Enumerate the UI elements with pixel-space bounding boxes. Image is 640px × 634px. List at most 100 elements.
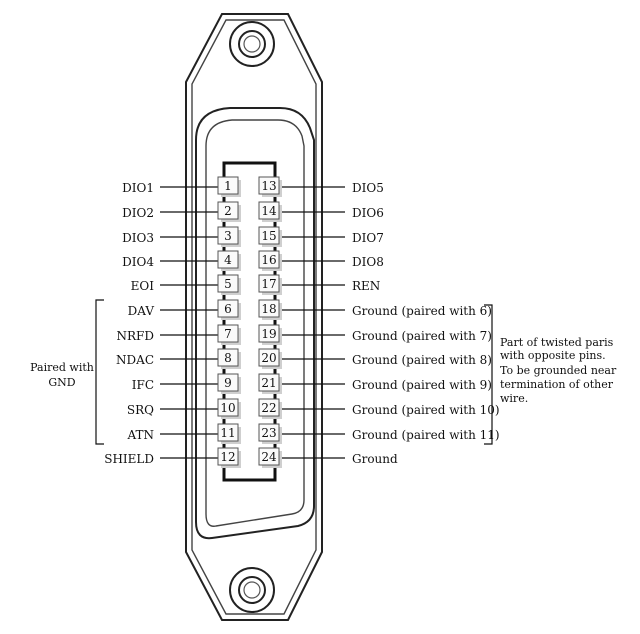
left-pin-row: 3 DIO3 <box>122 226 241 247</box>
pin-number: 4 <box>224 253 232 267</box>
pin-number: 9 <box>224 376 232 390</box>
pin-box <box>217 250 239 269</box>
signal-label: ATN <box>126 428 154 442</box>
pin-box <box>258 398 280 417</box>
right-group-note: Part of twisted paris with opposite pins… <box>500 336 617 405</box>
left-note-line: GND <box>48 376 75 389</box>
pin-number: 18 <box>261 302 276 316</box>
pin-box <box>217 398 239 417</box>
pin-number: 14 <box>261 204 277 218</box>
right-pin-row: 21 Ground (paired with 9) <box>258 373 492 394</box>
pin-number: 12 <box>220 450 235 464</box>
top-mounting-hole <box>229 21 275 67</box>
right-note-line: wire. <box>500 392 528 405</box>
pin-number: 16 <box>261 253 276 267</box>
pin-number: 23 <box>261 426 276 440</box>
pin-box <box>217 201 239 220</box>
right-pin-row: 20 Ground (paired with 8) <box>258 348 492 369</box>
right-pin-row: 22 Ground (paired with 10) <box>258 398 500 419</box>
right-note-line: termination of other <box>500 378 614 391</box>
pin-number: 6 <box>224 302 232 316</box>
pin-number: 17 <box>261 277 276 291</box>
pin-number: 21 <box>261 376 276 390</box>
pin-number: 10 <box>220 401 235 415</box>
bottom-mounting-hole <box>229 567 275 613</box>
right-note-line: Part of twisted paris <box>500 336 614 349</box>
pin-box <box>217 274 239 293</box>
pin-box <box>217 299 239 318</box>
signal-label: DIO1 <box>122 181 154 195</box>
signal-label: DIO7 <box>352 231 384 245</box>
connector-body-outer <box>195 107 315 540</box>
right-note-line: To be grounded near <box>500 364 617 377</box>
signal-label: EOI <box>131 279 155 293</box>
signal-label: DIO2 <box>122 206 154 220</box>
left-pin-row: 10 SRQ <box>127 398 241 419</box>
right-note-line: with opposite pins. <box>500 349 606 362</box>
left-note-line: Paired with <box>30 361 94 374</box>
right-pin-row: 16 DIO8 <box>258 250 384 271</box>
signal-label: REN <box>352 279 380 293</box>
left-pin-row: 1 DIO1 <box>122 176 241 197</box>
left-pin-row: 5 EOI <box>131 274 241 295</box>
signal-label: IFC <box>132 378 154 392</box>
right-pin-row: 24 Ground <box>258 447 398 468</box>
signal-label: DIO4 <box>122 255 154 269</box>
signal-label: Ground <box>352 452 398 466</box>
pin-number: 3 <box>224 229 232 243</box>
pin-number: 8 <box>224 351 232 365</box>
pin-box <box>217 373 239 392</box>
right-pin-row: 17 REN <box>258 274 380 295</box>
signal-label: Ground (paired with 9) <box>352 378 492 392</box>
pin-number: 22 <box>261 401 276 415</box>
right-pin-row: 13 DIO5 <box>258 176 384 197</box>
right-pin-row: 18 Ground (paired with 6) <box>258 299 492 320</box>
pin-box <box>217 447 239 466</box>
pin-box <box>217 423 239 442</box>
signal-label: Ground (paired with 10) <box>352 403 500 417</box>
pin-number: 15 <box>261 229 276 243</box>
pin-number: 13 <box>261 179 276 193</box>
pin-number: 2 <box>224 204 232 218</box>
left-pin-row: 8 NDAC <box>116 348 241 369</box>
connector-outer-shell <box>185 13 323 621</box>
pin-box <box>258 324 280 343</box>
left-pin-row: 9 IFC <box>132 373 241 394</box>
pin-box <box>258 176 280 195</box>
pin-box <box>217 226 239 245</box>
pin-box <box>258 373 280 392</box>
left-pin-row: 12 SHIELD <box>104 447 241 468</box>
pin-box <box>258 250 280 269</box>
signal-label: Ground (paired with 7) <box>352 329 492 343</box>
pin-box <box>258 348 280 367</box>
left-pin-row: 2 DIO2 <box>122 201 241 222</box>
pin-number: 1 <box>224 179 232 193</box>
signal-label: DIO6 <box>352 206 384 220</box>
pin-number: 19 <box>261 327 276 341</box>
pin-box <box>217 324 239 343</box>
signal-label: DIO8 <box>352 255 384 269</box>
signal-label: NRFD <box>117 329 154 343</box>
signal-label: Ground (paired with 11) <box>352 428 500 442</box>
signal-label: DAV <box>128 304 155 318</box>
pin-number: 5 <box>224 277 232 291</box>
signal-label: DIO5 <box>352 181 384 195</box>
connector-shell-inner-edge <box>191 19 317 615</box>
left-pin-column: 1 DIO1 2 DIO2 3 DIO3 4 DIO4 <box>104 176 241 468</box>
left-pin-row: 4 DIO4 <box>122 250 241 271</box>
pin-number: 24 <box>261 450 277 464</box>
left-pin-row: 6 DAV <box>128 299 241 320</box>
left-group-note: Paired with GND <box>30 361 94 389</box>
pin-box <box>258 226 280 245</box>
pin-box <box>217 176 239 195</box>
signal-label: NDAC <box>116 353 154 367</box>
right-pin-row: 23 Ground (paired with 11) <box>258 423 500 444</box>
right-pin-column: 13 DIO5 14 DIO6 15 DIO7 16 DIO8 <box>258 176 500 468</box>
left-pin-row: 7 NRFD <box>117 324 241 345</box>
signal-label: SHIELD <box>104 452 154 466</box>
pin-box <box>258 423 280 442</box>
pin-number: 11 <box>220 426 235 440</box>
left-pin-row: 11 ATN <box>126 423 241 444</box>
signal-label: SRQ <box>127 403 154 417</box>
